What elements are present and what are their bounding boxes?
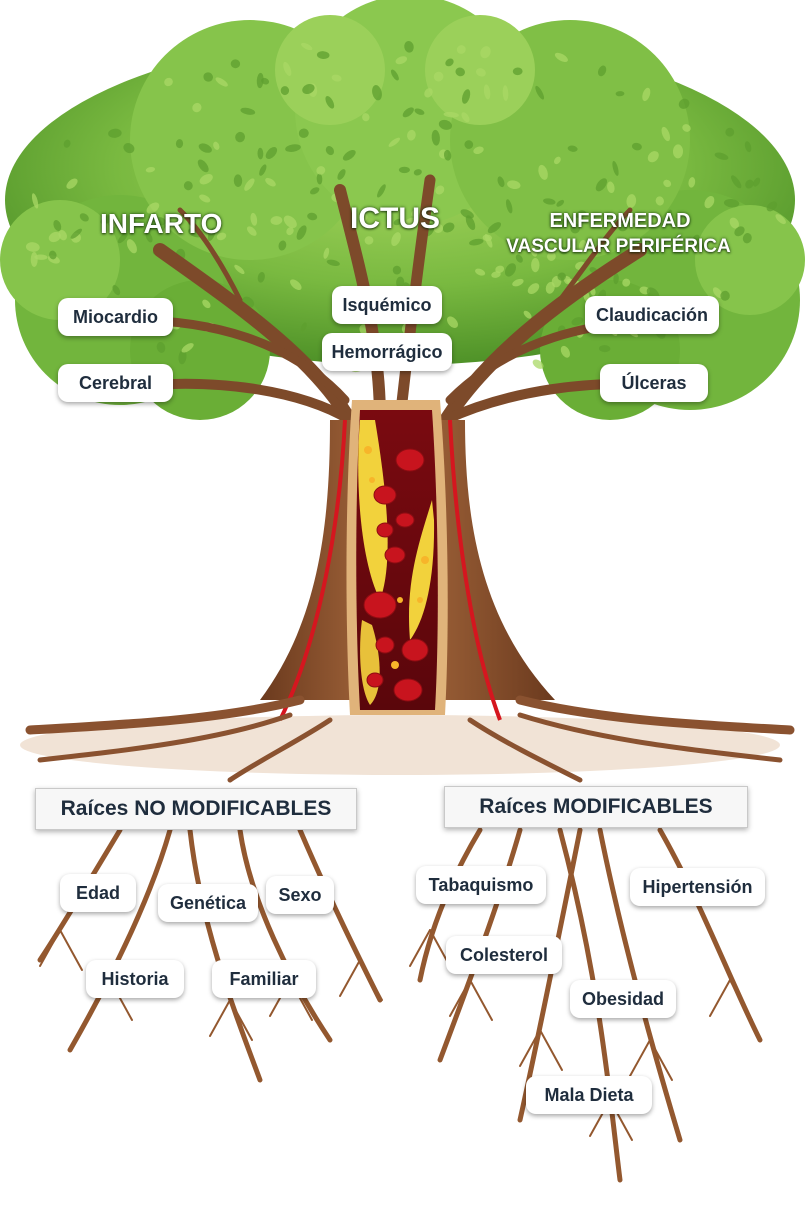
label-obesidad: Obesidad: [570, 980, 676, 1018]
label-claudicacion: Claudicación: [585, 296, 719, 334]
blood-cells: [363, 448, 429, 702]
surface-roots: [25, 695, 795, 783]
label-edad: Edad: [60, 874, 136, 912]
underground-roots: [37, 827, 763, 1183]
label-ulceras: Úlceras: [600, 364, 708, 402]
label-sexo: Sexo: [266, 876, 334, 914]
heading-ictus: ICTUS: [350, 202, 440, 235]
heading-evp-line2: VASCULAR PERIFÉRICA: [506, 236, 731, 257]
title-raices-modificables: Raíces MODIFICABLES: [444, 786, 748, 828]
label-miocardio: Miocardio: [58, 298, 173, 336]
label-genetica: Genética: [158, 884, 258, 922]
heading-infarto: INFARTO: [100, 208, 223, 239]
ground-shadow: [20, 715, 780, 775]
label-isquemico: Isquémico: [332, 286, 442, 324]
label-cerebral: Cerebral: [58, 364, 173, 402]
plaque-dots: [364, 446, 429, 669]
label-mala-dieta: Mala Dieta: [526, 1076, 652, 1114]
label-historia: Historia: [86, 960, 184, 998]
title-raices-no-modificables: Raíces NO MODIFICABLES: [35, 788, 357, 830]
label-hemorragico: Hemorrágico: [322, 333, 452, 371]
label-colesterol: Colesterol: [446, 936, 562, 974]
label-familiar: Familiar: [212, 960, 316, 998]
label-tabaquismo: Tabaquismo: [416, 866, 546, 904]
artery-cross-section: [278, 400, 502, 721]
label-hipertension: Hipertensión: [630, 868, 765, 906]
heading-evp-line1: ENFERMEDAD: [549, 210, 691, 232]
